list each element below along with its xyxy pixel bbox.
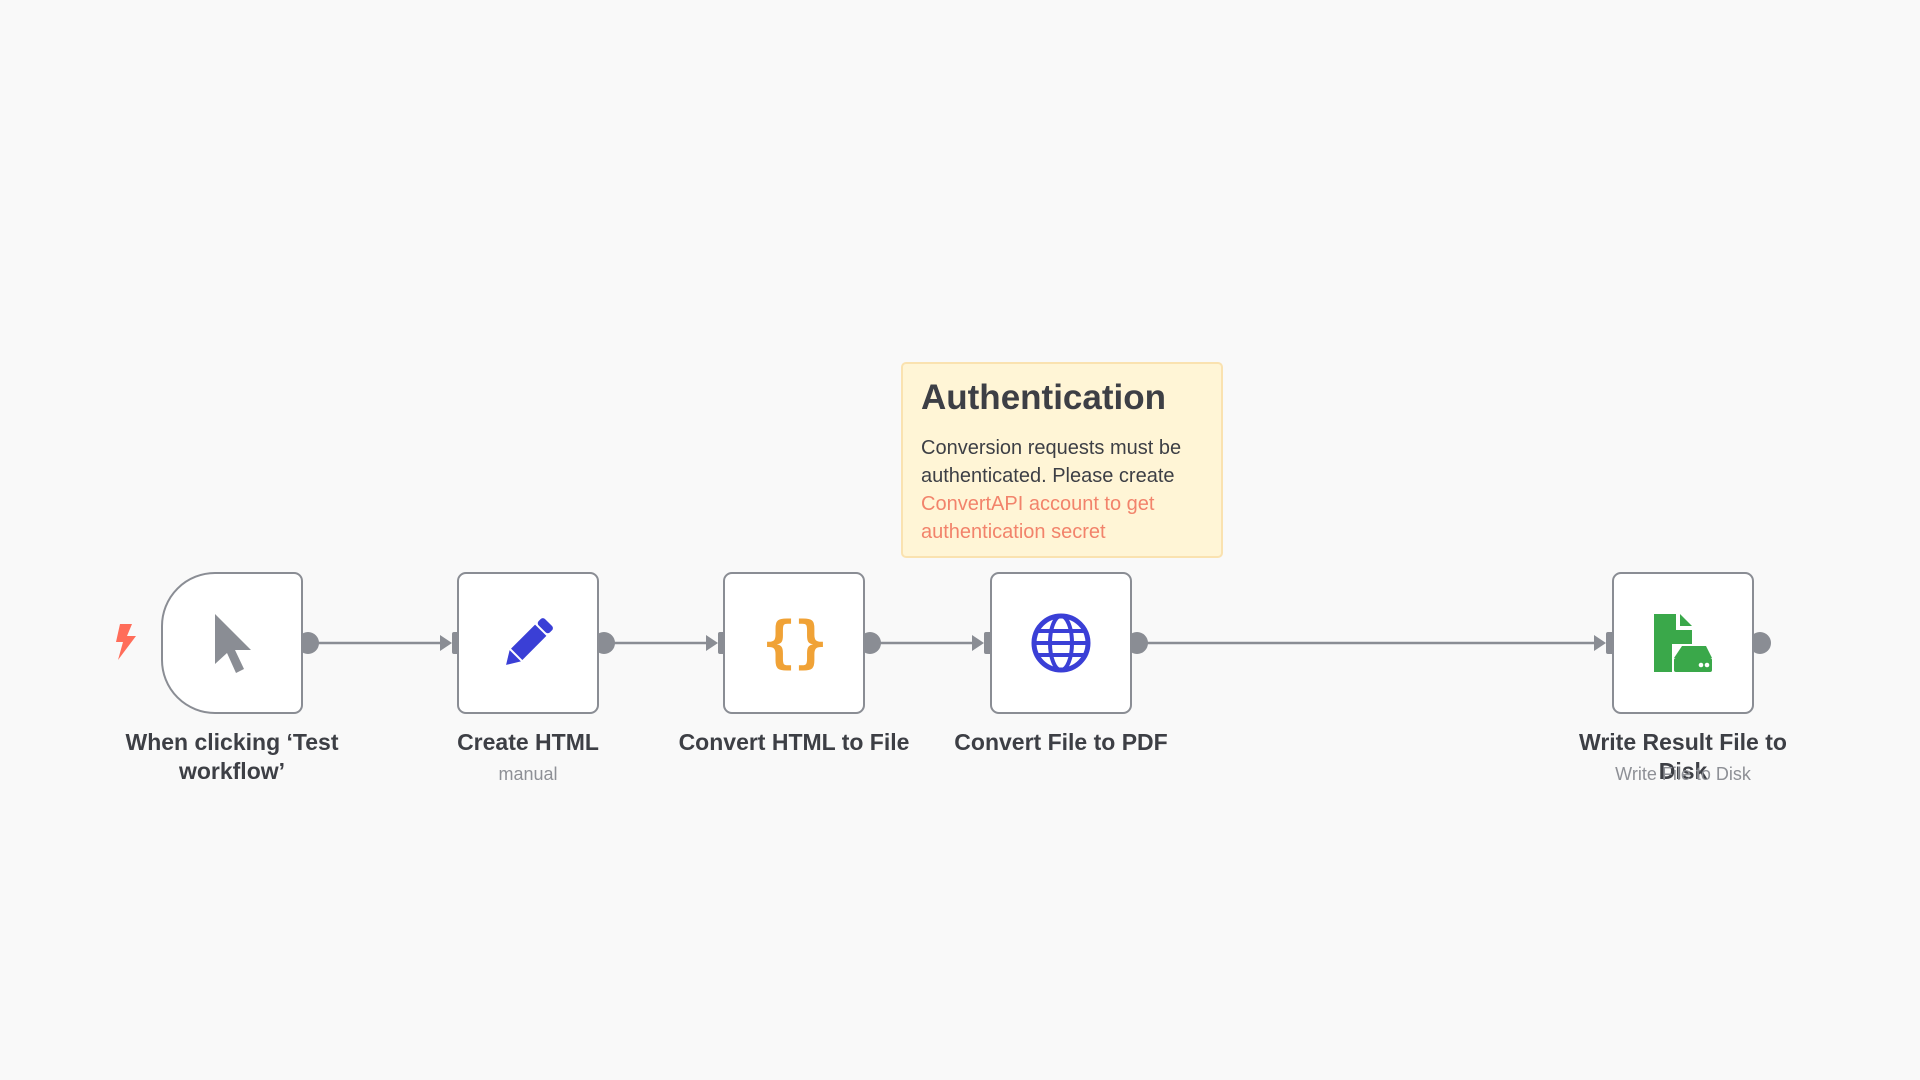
connection-create-html-to-convert-html[interactable] bbox=[604, 635, 718, 651]
node-create-html[interactable] bbox=[457, 572, 599, 714]
node-label-write-result-file: Write Result File to Disk bbox=[1579, 729, 1787, 784]
node-label-create-html: Create HTML bbox=[457, 729, 599, 755]
braces-icon: {} bbox=[762, 610, 827, 675]
output-handle-write-file[interactable] bbox=[1749, 632, 1771, 654]
node-subtitle-write-result-file: Write File to Disk bbox=[1615, 764, 1751, 784]
node-convert-html-to-file[interactable]: {} bbox=[723, 572, 865, 714]
sticky-note-link[interactable]: ConvertAPI account to get authentication… bbox=[921, 493, 1155, 543]
node-label-manual-trigger: When clicking ‘Test workflow’ bbox=[125, 729, 339, 784]
sticky-note-title: Authentication bbox=[921, 378, 1166, 417]
pencil-icon bbox=[496, 611, 560, 675]
cursor-icon bbox=[200, 611, 264, 675]
node-label-convert-html-to-file: Convert HTML to File bbox=[678, 729, 910, 755]
lightning-bolt-icon bbox=[116, 624, 136, 660]
connection-trigger-to-create-html[interactable] bbox=[308, 635, 452, 651]
file-disk-icon bbox=[1651, 611, 1715, 675]
node-subtitle-create-html: manual bbox=[498, 764, 558, 784]
sticky-note-text: Conversion requests must be authenticate… bbox=[921, 437, 1182, 487]
node-manual-trigger[interactable] bbox=[161, 572, 303, 714]
node-label-convert-file-to-pdf: Convert File to PDF bbox=[954, 729, 1168, 755]
globe-icon bbox=[1029, 611, 1093, 675]
connection-convert-pdf-to-write-file[interactable] bbox=[1137, 635, 1606, 651]
node-write-result-file[interactable] bbox=[1612, 572, 1754, 714]
sticky-note[interactable]: Authentication Conversion requests must … bbox=[901, 362, 1223, 558]
sticky-note-body: Conversion requests must be authenticate… bbox=[921, 434, 1203, 546]
node-convert-file-to-pdf[interactable] bbox=[990, 572, 1132, 714]
connection-convert-html-to-convert-pdf[interactable] bbox=[870, 635, 984, 651]
